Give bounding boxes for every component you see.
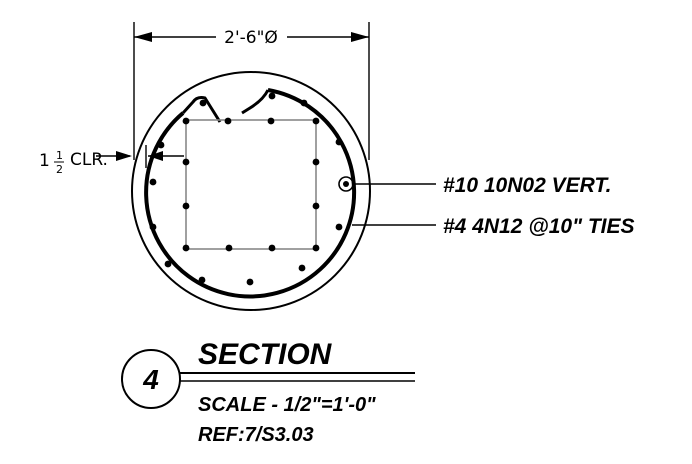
callout-bar-dot	[343, 181, 349, 187]
clearance-denominator: 2	[56, 163, 63, 176]
section-scale: SCALE - 1/2"=1'-0"	[198, 394, 376, 416]
vertical-bars	[149, 92, 343, 286]
section-reference: REF:7/S3.03	[198, 424, 314, 446]
dimension-arrow-left	[134, 32, 152, 42]
rebar-dot	[268, 92, 276, 100]
rebar-dot	[149, 223, 157, 231]
rebar-dot	[312, 158, 320, 166]
rebar-dot	[267, 117, 275, 125]
rebar-dot	[164, 260, 172, 268]
rebar-dot	[157, 141, 165, 149]
tie-callout: #4 4N12 @10" TIES	[443, 215, 635, 238]
clearance-whole: 1	[39, 151, 50, 171]
rebar-dot	[300, 99, 308, 107]
square-tie	[185, 119, 317, 250]
circular-tie	[144, 88, 357, 299]
rebar-dot	[246, 278, 254, 286]
clearance-dimension: 1 1 2 CLR.	[39, 145, 184, 176]
clearance-arrow-left	[116, 151, 132, 161]
rebar-dot	[224, 117, 232, 125]
rebar-dot	[225, 244, 233, 252]
tie-hook-left	[181, 96, 222, 123]
section-title: SECTION	[198, 338, 333, 371]
rebar-dot	[199, 99, 207, 107]
clearance-suffix: CLR.	[70, 150, 108, 170]
rebar-dot	[149, 178, 157, 186]
column-outline	[131, 71, 371, 311]
rebar-dot	[198, 276, 206, 284]
rebar-dot	[312, 202, 320, 210]
rebar-dot	[182, 117, 190, 125]
section-title-block: 4 SECTION SCALE - 1/2"=1'-0" REF:7/S3.03	[121, 338, 415, 446]
rebar-dot	[182, 158, 190, 166]
section-number: 4	[142, 364, 159, 395]
diameter-label: 2'-6"Ø	[224, 28, 278, 48]
vertical-bar-callout: #10 10N02 VERT.	[443, 174, 612, 197]
rebar-dot	[335, 138, 343, 146]
rebar-dot	[298, 264, 306, 272]
clearance-numerator: 1	[56, 149, 63, 162]
section-number-circle	[121, 349, 181, 409]
rebar-dot	[312, 117, 320, 125]
tie-hook-right	[241, 89, 270, 115]
rebar-dot	[268, 244, 276, 252]
rebar-dot	[182, 202, 190, 210]
dimension-arrow-right	[351, 32, 369, 42]
diameter-dimension: 2'-6"Ø	[133, 22, 370, 160]
clearance-arrow-right	[148, 151, 163, 161]
rebar-dot	[182, 244, 190, 252]
rebar-dot	[312, 244, 320, 252]
rebar-dot	[335, 223, 343, 231]
